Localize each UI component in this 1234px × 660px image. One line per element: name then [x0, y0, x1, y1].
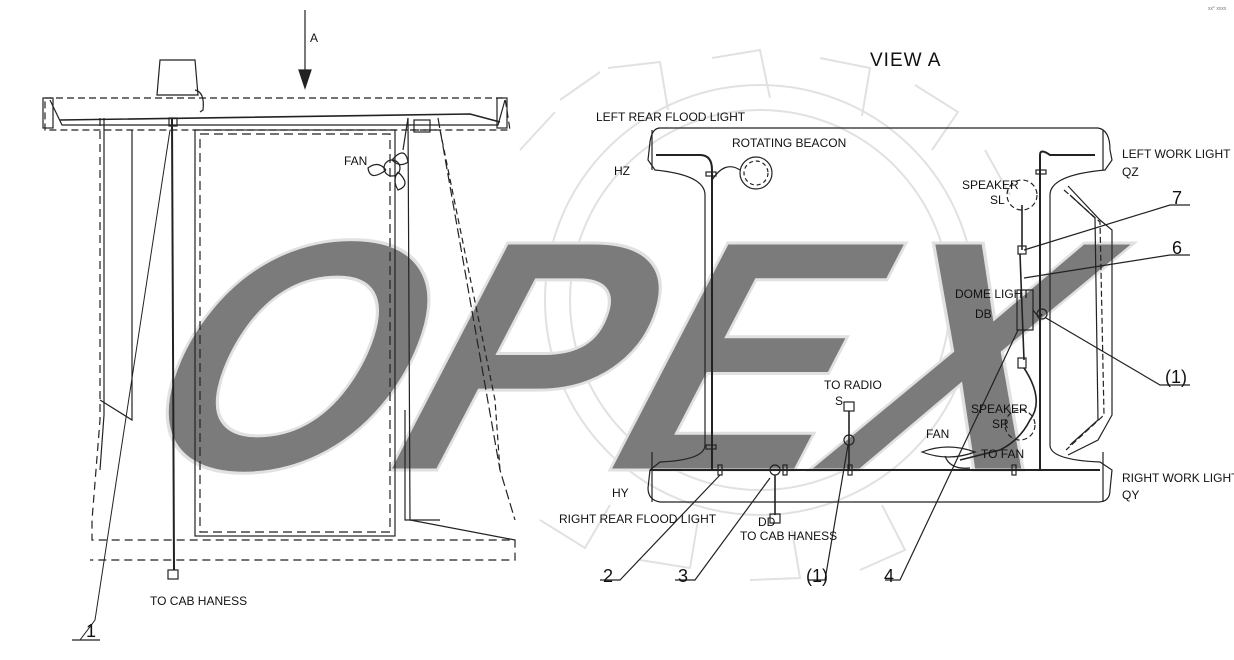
leader-7: [1023, 204, 1190, 251]
s-label: S: [835, 394, 843, 408]
sr-label: SR: [992, 417, 1009, 431]
arrow-a-label: A: [310, 31, 318, 45]
corner-mark: xx° xxxx: [1208, 6, 1227, 12]
db-label: DB: [975, 307, 992, 321]
to-radio-label: TO RADIO: [824, 378, 882, 392]
speaker-sl-label: SPEAKER: [962, 178, 1019, 192]
roof-outline: [647, 127, 1113, 503]
beacon-side-icon: [156, 59, 199, 96]
fan-view-label: FAN: [926, 427, 949, 441]
rotating-beacon-label: ROTATING BEACON: [732, 136, 846, 150]
to-cab-haness-side-label: TO CAB HANESS: [150, 594, 247, 608]
left-rear-flood-light-label: LEFT REAR FLOOD LIGHT: [596, 110, 746, 124]
qy-label: QY: [1122, 488, 1139, 502]
gear-watermark-icon: [519, 48, 1011, 581]
callout-4: 4: [884, 566, 894, 586]
dd-label: DD: [758, 515, 776, 529]
callout-1-paren-bottom: (1): [806, 566, 828, 586]
view-a-plan: [600, 127, 1190, 581]
harness-wire-side: [171, 117, 175, 571]
leader-3: [675, 477, 771, 581]
right-rear-flood-light-label: RIGHT REAR FLOOD LIGHT: [559, 512, 717, 526]
callout-3: 3: [678, 566, 688, 586]
qz-label: QZ: [1122, 165, 1139, 179]
callout-7: 7: [1172, 188, 1182, 208]
callout-2: 2: [603, 566, 613, 586]
left-work-light-label: LEFT WORK LIGHT: [1122, 147, 1231, 161]
to-fan-label: TO FAN: [981, 447, 1024, 461]
fan-side-icon: [367, 152, 409, 191]
cab-roof: [44, 97, 511, 131]
hy-label: HY: [612, 486, 629, 500]
fan-view-icon: [920, 446, 977, 458]
sl-label: SL: [990, 193, 1005, 207]
dome-light-label: DOME LIGHT: [955, 287, 1030, 301]
hz-label: HZ: [614, 164, 630, 178]
leader-1-bottom: [808, 444, 849, 581]
speaker-sl-icon: [1006, 179, 1038, 211]
leader-6: [1023, 254, 1190, 279]
speaker-sr-icon: [1004, 409, 1036, 441]
leader-2: [600, 474, 721, 581]
cab-side-view: [42, 10, 516, 641]
callout-1: 1: [86, 621, 96, 641]
fan-side-label: FAN: [344, 154, 367, 168]
view-a-title: VIEW A: [870, 50, 941, 71]
watermark-text: OPEX: [104, 171, 1158, 540]
right-work-light-label: RIGHT WORK LIGHT: [1122, 471, 1234, 485]
callout-6: 6: [1172, 238, 1182, 258]
watermark: OPEX: [103, 48, 1160, 581]
leader-1-right: [1045, 317, 1190, 386]
leader-1: [79, 129, 171, 641]
speaker-sr-label: SPEAKER: [971, 402, 1028, 416]
leader-4: [885, 329, 1019, 581]
rotating-beacon-icon: [739, 156, 773, 190]
callout-1-paren-right: (1): [1165, 367, 1187, 387]
to-cab-haness-view-label: TO CAB HANESS: [740, 529, 837, 543]
